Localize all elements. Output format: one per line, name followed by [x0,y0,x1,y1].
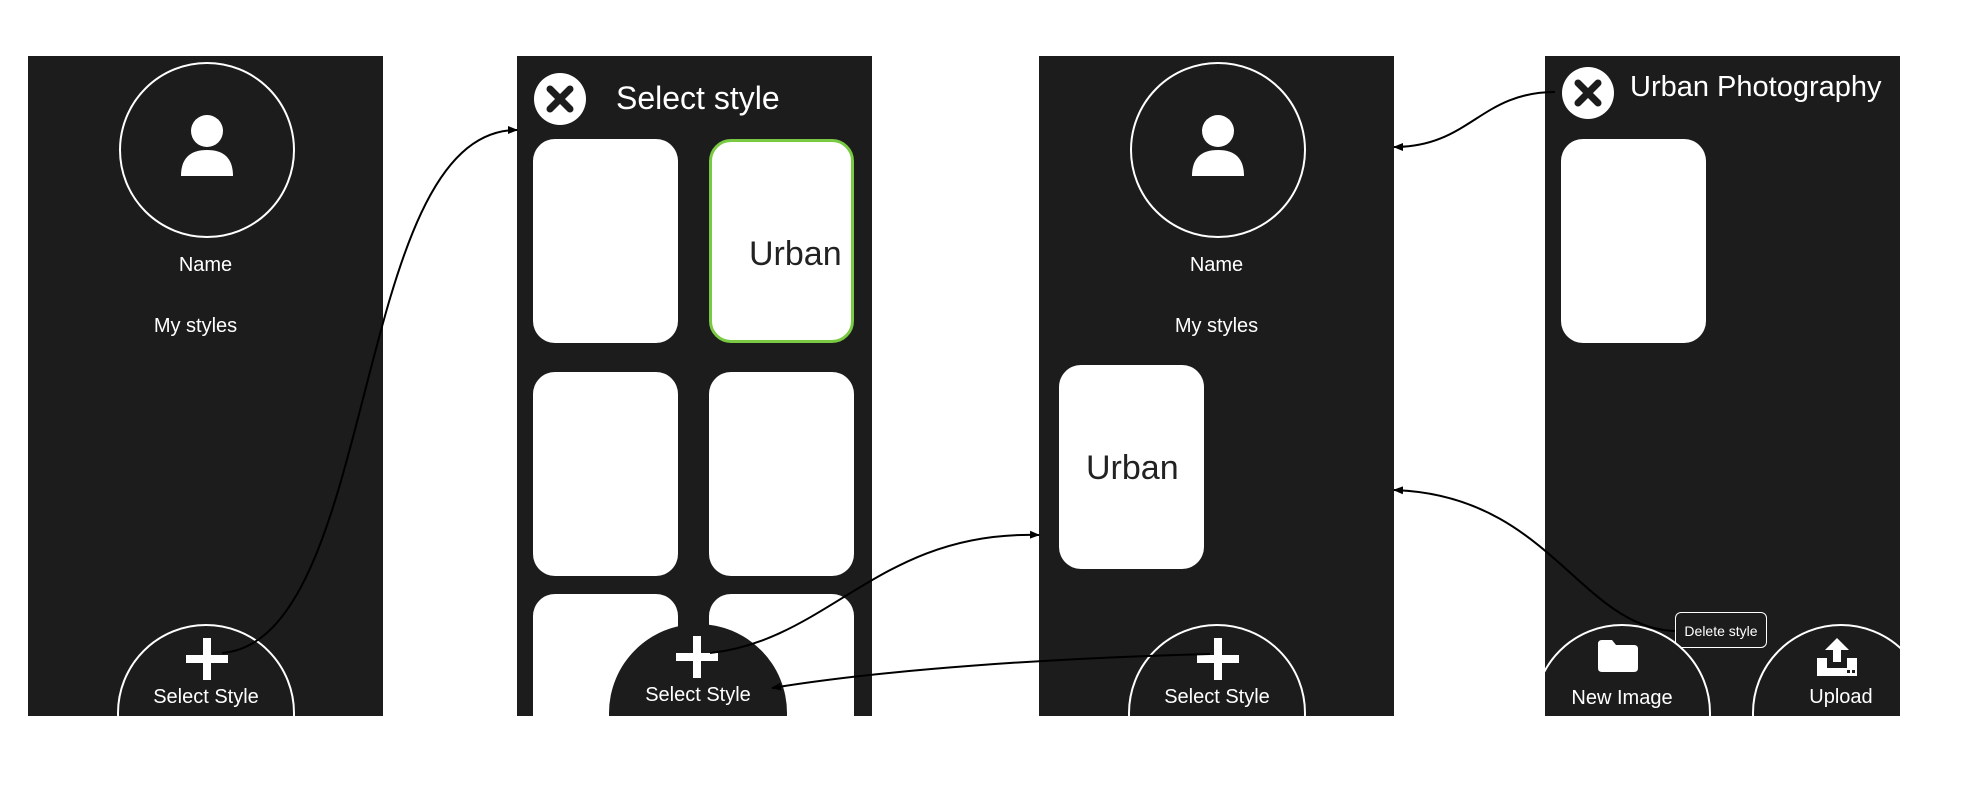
close-button[interactable] [534,73,586,125]
style-tile-label: Urban [749,235,842,273]
arrow-delete-to-profile [1393,486,1676,632]
my-style-tile[interactable]: Urban [1059,365,1204,569]
style-tile[interactable] [533,139,678,343]
close-icon [1574,79,1602,107]
upload-label: Upload [1809,686,1873,708]
select-style-label: Select Style [645,684,751,706]
page-title: Select style [616,80,780,116]
profile-screen-with-style: Name My styles Urban Select Style [1039,56,1394,716]
folder-icon [1598,640,1638,672]
plus-icon [186,638,228,680]
select-style-label: Select Style [153,686,259,708]
arrow-profile-select-back [771,653,1211,691]
arrow-select-to-picker [221,126,518,654]
plus-icon [676,636,718,678]
close-button[interactable] [1562,67,1614,119]
my-styles-label: My styles [1174,315,1259,337]
select-style-label: Select Style [1164,686,1270,708]
avatar[interactable] [119,62,295,238]
style-tile[interactable] [533,372,678,576]
my-styles-label: My styles [153,315,238,337]
user-icon [181,115,233,176]
style-image-tile[interactable] [1561,139,1706,343]
profile-screen-empty: Name My styles Select Style [28,56,383,716]
style-tile-selected[interactable]: Urban [709,139,854,343]
style-tile-label: Urban [1086,449,1179,487]
select-style-screen: Select style Urban Select Style [517,56,872,716]
delete-style-tooltip[interactable]: Delete style [1675,612,1767,648]
plus-icon [1197,638,1239,680]
arrow-close-to-profile [1393,91,1556,151]
avatar[interactable] [1130,62,1306,238]
name-label: Name [1189,254,1244,276]
name-label: Name [178,254,233,276]
new-image-label: New Image [1571,687,1673,709]
upload-icon [1817,638,1857,676]
user-icon [1192,115,1244,176]
style-detail-screen: Urban Photography Delete style New Image… [1545,56,1900,716]
style-tile[interactable] [709,372,854,576]
arrow-picker-to-profile [709,530,1040,654]
page-title: Urban Photography [1630,71,1882,103]
close-icon [546,85,574,113]
